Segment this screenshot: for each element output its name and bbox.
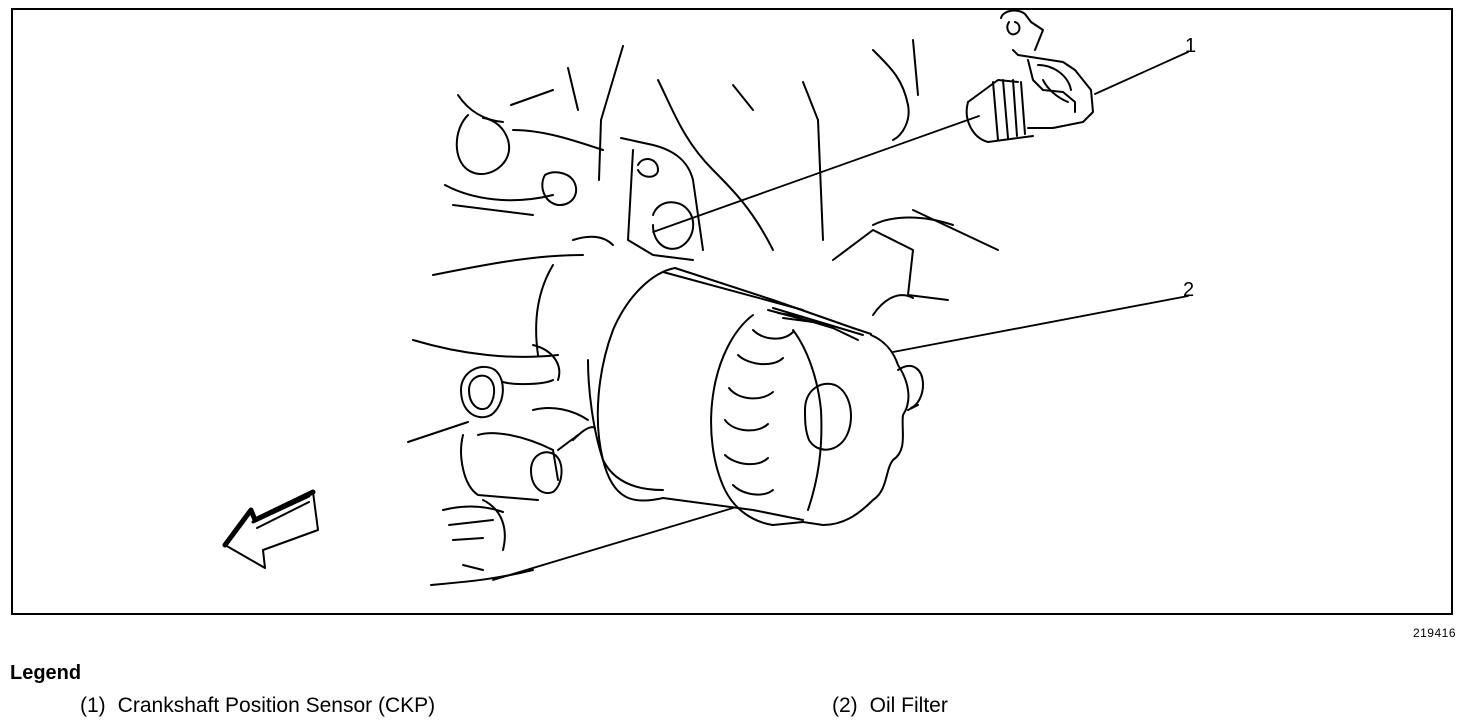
engine-block-outline — [412, 39, 999, 491]
figure-id: 219416 — [1412, 626, 1456, 640]
legend-item-label: Crankshaft Position Sensor (CKP) — [117, 694, 436, 717]
legend-item-crankshaft-position-sensor: (1) Crankshaft Position Sensor (CKP) — [80, 694, 435, 718]
engine-ports — [407, 365, 596, 586]
crankshaft-position-sensor-drawing — [965, 10, 1094, 143]
diagram-frame: 1 2 — [11, 8, 1453, 615]
engine-line-drawing: 1 2 — [222, 10, 1196, 586]
front-direction-arrow-icon — [222, 489, 319, 569]
legend-item-oil-filter: (2) Oil Filter — [832, 694, 948, 718]
legend-title: Legend — [10, 662, 82, 684]
oil-filter-drawing — [596, 267, 924, 526]
leader-lines — [492, 51, 1189, 581]
callout-2: 2 — [1183, 279, 1194, 301]
legend-item-label: Oil Filter — [869, 694, 948, 717]
callout-1: 1 — [1185, 35, 1196, 57]
legend-item-number: (1) — [80, 694, 106, 717]
legend-item-number: (2) — [832, 694, 858, 717]
